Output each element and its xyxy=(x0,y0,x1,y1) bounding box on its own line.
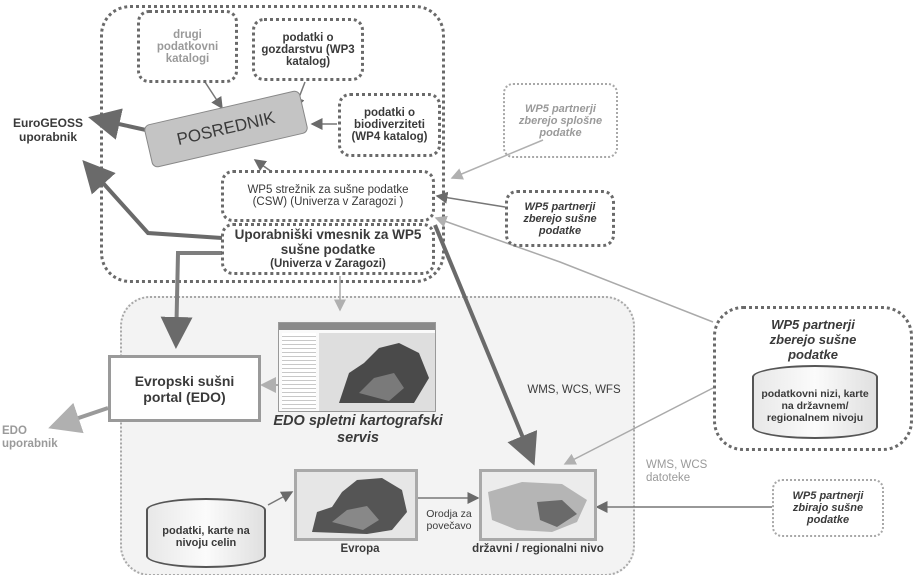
national-datasets-cylinder: podatkovni nizi, karte na državnem/ regi… xyxy=(752,365,878,439)
continental-data-cylinder: podatki, karte na nivoju celin xyxy=(146,498,266,568)
catalog-other-box: drugi podatkovni katalogi xyxy=(137,10,238,83)
partners-collect-label: WP5 partnerji zbirajo sušne podatke xyxy=(792,490,864,526)
arrow-bigpartner-to-national xyxy=(563,387,714,465)
wms-wcs-files-label: WMS, WCS datoteke xyxy=(646,459,708,485)
catalog-forestry-box: podatki o gozdarstvu (WP3 katalog) xyxy=(252,18,364,81)
user-interface-subtitle: (Univerza v Zaragozi) xyxy=(270,257,386,270)
partners-collect-box: WP5 partnerji zbirajo sušne podatke xyxy=(772,479,884,537)
web-map-header-bar xyxy=(279,323,435,330)
partners-drought-big-label: WP5 partnerji zberejo sušne podatke xyxy=(769,317,857,362)
europe-map-graphic xyxy=(297,472,415,538)
zoom-tools-label: Orodja za povečavo xyxy=(426,508,472,533)
edo-user-label: EDO uporabnik xyxy=(2,425,58,451)
csw-server-label: WP5 strežnik za sušne podatke (CSW) (Uni… xyxy=(247,184,409,208)
arrow-general-to-csw xyxy=(450,139,544,180)
arrow-bigpartner-to-csw xyxy=(434,215,714,323)
arrow-edo-to-user xyxy=(48,402,109,434)
catalog-biodiversity-box: podatki o biodiverziteti (WP4 katalog) xyxy=(338,93,441,157)
national-datasets-label: podatkovni nizi, karte na državnem/ regi… xyxy=(761,388,869,424)
national-map-graphic xyxy=(482,472,594,538)
arrow-continental-to-europe xyxy=(267,491,294,506)
edo-portal-label: Evropski sušni portal (EDO) xyxy=(134,372,235,405)
eurogeoss-user-label: EuroGEOSS uporabnik xyxy=(12,116,83,144)
catalog-biodiversity-label: podatki o biodiverziteti (WP4 katalog) xyxy=(351,107,428,143)
national-map xyxy=(479,469,597,541)
europe-label: Evropa xyxy=(340,543,380,555)
arrow-drought-to-csw xyxy=(435,191,506,208)
continental-data-label: podatki, karte na nivoju celin xyxy=(162,525,250,549)
web-map-sidebar xyxy=(282,333,316,409)
national-level-label: državni / regionalni nivo xyxy=(472,543,604,555)
catalog-forestry-label: podatki o gozdarstvu (WP3 katalog) xyxy=(261,31,355,68)
partners-general-box: WP5 partnerji zberejo splošne podatke xyxy=(503,83,618,158)
partners-drought-big-box xyxy=(713,306,913,451)
eurogeoss-region xyxy=(100,5,445,283)
edo-portal-box: Evropski sušni portal (EDO) xyxy=(108,355,261,422)
web-map-europe xyxy=(319,333,435,411)
csw-server-box: WP5 strežnik za sušne podatke (CSW) (Uni… xyxy=(221,170,435,222)
wms-wcs-wfs-label: WMS, WCS, WFS xyxy=(527,384,621,396)
user-interface-box: Uporabniški vmesnik za WP5 sušne podatke… xyxy=(221,223,435,275)
catalog-other-label: drugi podatkovni katalogi xyxy=(156,28,219,65)
partners-drought-label: WP5 partnerji zberejo sušne podatke xyxy=(523,200,597,237)
partners-drought-box: WP5 partnerji zberejo sušne podatke xyxy=(505,190,615,247)
europe-map xyxy=(294,469,418,541)
arrow-csw-to-national xyxy=(433,224,538,466)
arrow-interface-to-edo xyxy=(160,251,222,349)
arrow-interface-to-eurogeoss xyxy=(82,160,223,240)
partners-general-label: WP5 partnerji zberejo splošne podatke xyxy=(518,102,603,139)
web-map-screenshot xyxy=(278,322,436,412)
arrow-other-to-broker xyxy=(204,81,223,110)
web-map-service-label: EDO spletni kartografski servis xyxy=(273,413,443,446)
user-interface-title: Uporabniški vmesnik za WP5 sušne podatke xyxy=(234,227,422,257)
